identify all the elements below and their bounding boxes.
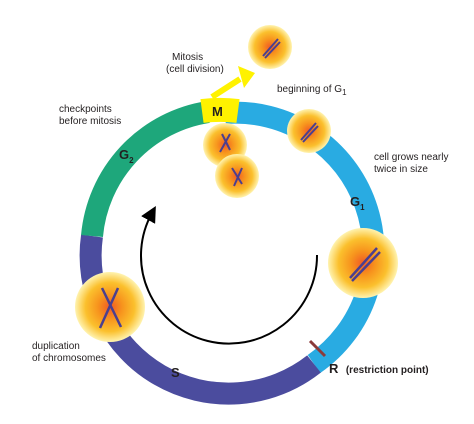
checkpoints-label: checkpoints before mitosis xyxy=(59,104,121,127)
restriction-point-label: R (restriction point) xyxy=(329,360,429,377)
m-segment xyxy=(200,97,240,123)
mitosis-arrow-shaft xyxy=(210,76,242,100)
beginning-g1-label: beginning of G1 xyxy=(277,84,347,97)
s-label: S xyxy=(171,365,180,380)
g2-label: G2 xyxy=(119,147,134,165)
cell-beginning-g1 xyxy=(287,109,331,153)
cell-grown-g1 xyxy=(328,228,398,298)
g1-label: G1 xyxy=(350,194,365,212)
cell-dividing xyxy=(203,123,259,198)
cell-grows-label: cell grows nearly twice in size xyxy=(374,152,451,175)
g2-arc xyxy=(81,101,210,238)
mitosis-arrow-head xyxy=(238,66,255,88)
m-label: M xyxy=(212,104,223,119)
cycle-arrow xyxy=(140,205,319,345)
g1-arc xyxy=(224,101,385,374)
restriction-mark xyxy=(308,339,327,358)
duplication-label: duplication of chromosomes xyxy=(32,341,106,364)
cell-top-right xyxy=(248,25,292,69)
mitosis-label: Mitosis (cell division) xyxy=(166,52,224,75)
cell-s-phase xyxy=(75,272,145,342)
